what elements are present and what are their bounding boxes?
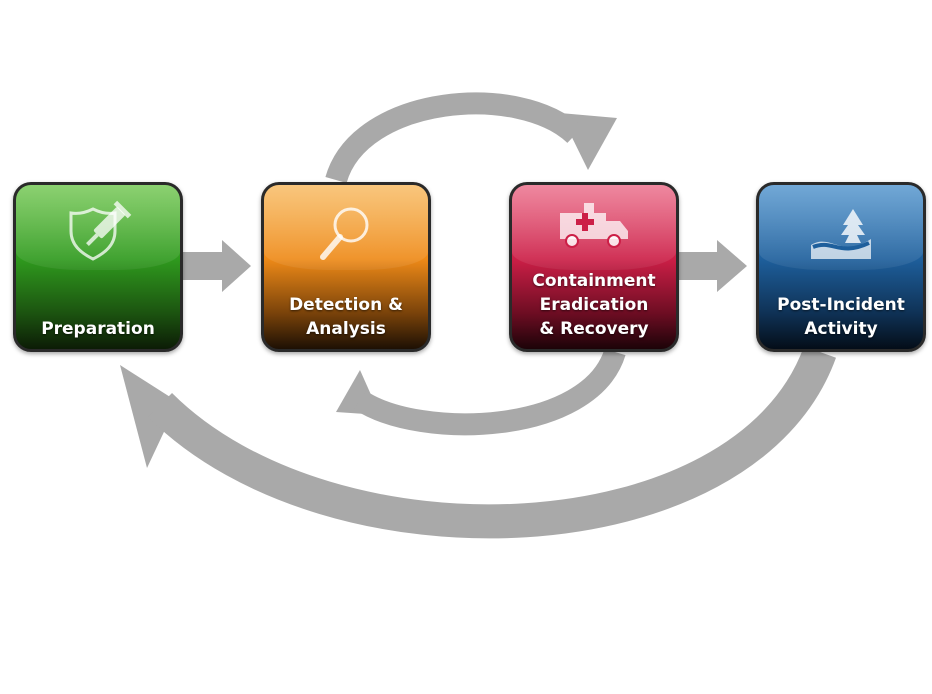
magnifier-icon	[320, 207, 369, 260]
phase-label-line: Eradication	[539, 295, 649, 315]
phase-label: Post-Incident Activity	[763, 293, 919, 341]
arrow-prep-to-detect	[183, 240, 251, 292]
phase-label-line: Detection &	[289, 295, 403, 315]
phase-tile-containment: Containment Eradication & Recovery	[509, 182, 679, 352]
shield-syringe-icon	[69, 200, 132, 261]
phase-label: Preparation	[20, 317, 176, 341]
phase-label: Containment Eradication & Recovery	[516, 269, 672, 341]
arc-contain-to-detect	[353, 348, 626, 436]
phase-tile-detection: Detection & Analysis	[261, 182, 431, 352]
ambulance-icon	[560, 203, 628, 248]
tile-gloss	[264, 185, 428, 271]
phase-label-line: Post-Incident	[777, 295, 905, 315]
arc-post-to-prep	[147, 345, 836, 539]
phase-label-line: Analysis	[306, 319, 386, 339]
arc-detect-to-contain	[325, 92, 583, 184]
phase-label-line: Activity	[804, 319, 878, 339]
phase-label-line: Containment	[532, 271, 656, 291]
river-tree-icon	[811, 209, 871, 259]
phase-label: Detection & Analysis	[268, 293, 424, 341]
phase-label-line: Preparation	[41, 319, 155, 339]
phase-tile-preparation: Preparation	[13, 182, 183, 352]
arrow-contain-to-post	[678, 240, 747, 292]
phase-tile-post-incident: Post-Incident Activity	[756, 182, 926, 352]
phase-label-line: & Recovery	[539, 319, 649, 339]
